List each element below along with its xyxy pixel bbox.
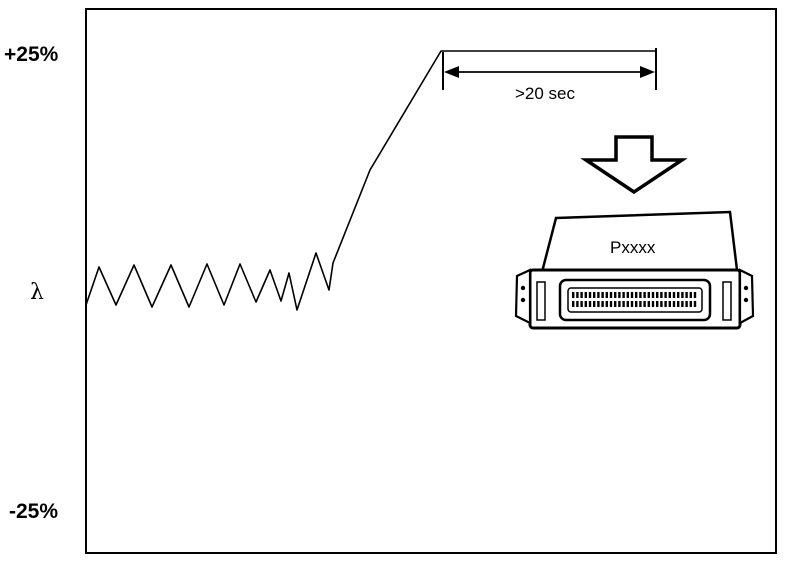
ecu-pin [651,292,655,298]
ecu-pin [597,301,600,307]
ecu-pin [693,301,697,307]
ecu-pin [668,292,671,298]
ecu-pin [681,301,684,307]
ecu-pin [614,292,617,298]
ecu-pin [635,292,638,298]
ecu-pin [609,301,613,307]
ecu-connector-pins [572,292,697,307]
ecu-pin [643,301,646,307]
ecu-pin [593,301,596,307]
ecu-pin [681,292,684,298]
ecu-pin [689,301,692,307]
ecu-pin [588,301,592,307]
ecu-mount-right [738,268,755,325]
y-axis-lambda-label: λ [30,280,44,305]
lambda-signal-trace [85,50,656,311]
ecu-pin [656,301,659,307]
ecu-pin [601,301,604,307]
ecu-pin [647,301,650,307]
ecu-pin [672,292,676,298]
ecu-pin [677,301,680,307]
ecu-pin [635,301,638,307]
ecu-pin [660,301,663,307]
ecu-pin [580,301,583,307]
ecu-part-label: Pxxxx [610,238,656,257]
ecu-pin [605,292,608,298]
ecu-pin [668,301,671,307]
ecu-pin [572,301,575,307]
ecu-pin [647,292,650,298]
ecu-pin [664,292,667,298]
ecu-pin [677,292,680,298]
ecu-module-icon [514,210,755,330]
ecu-pin [597,292,600,298]
ecu-pin [580,292,583,298]
y-axis-top-label: +25% [4,43,59,66]
ecu-pin [576,301,579,307]
ecu-pin [656,292,659,298]
ecu-mount-left [514,268,532,325]
ecu-pin [630,292,634,298]
ecu-pin [614,301,617,307]
down-arrow-icon [580,135,688,195]
duration-label: >20 sec [515,84,576,103]
ecu-pin [588,292,592,298]
ecu-pin [685,292,688,298]
ecu-pin [622,292,625,298]
ecu-pin [605,301,608,307]
dimension-arrowhead-left [444,66,459,78]
ecu-pin [593,292,596,298]
ecu-pin [630,301,634,307]
ecu-pin [601,292,604,298]
duration-dimension [442,48,657,90]
ecu-pin [672,301,676,307]
ecu-pin [660,292,663,298]
ecu-pin [618,292,621,298]
ecu-pin [584,292,587,298]
ecu-pin [689,292,692,298]
dimension-arrowhead-right [640,66,655,78]
ecu-pin [584,301,587,307]
ecu-pin [693,292,697,298]
ecu-pin [622,301,625,307]
ecu-pin [651,301,655,307]
y-axis-bottom-label: -25% [9,500,59,523]
ecu-pin [664,301,667,307]
ecu-pin [685,301,688,307]
ecu-pin [639,292,642,298]
ecu-pin [572,292,575,298]
ecu-pin [618,301,621,307]
ecu-pin [639,301,642,307]
ecu-pin [609,292,613,298]
ecu-pin [626,292,629,298]
plot-frame [85,8,777,554]
ecu-pin [643,292,646,298]
ecu-pin [576,292,579,298]
ecu-pin [626,301,629,307]
